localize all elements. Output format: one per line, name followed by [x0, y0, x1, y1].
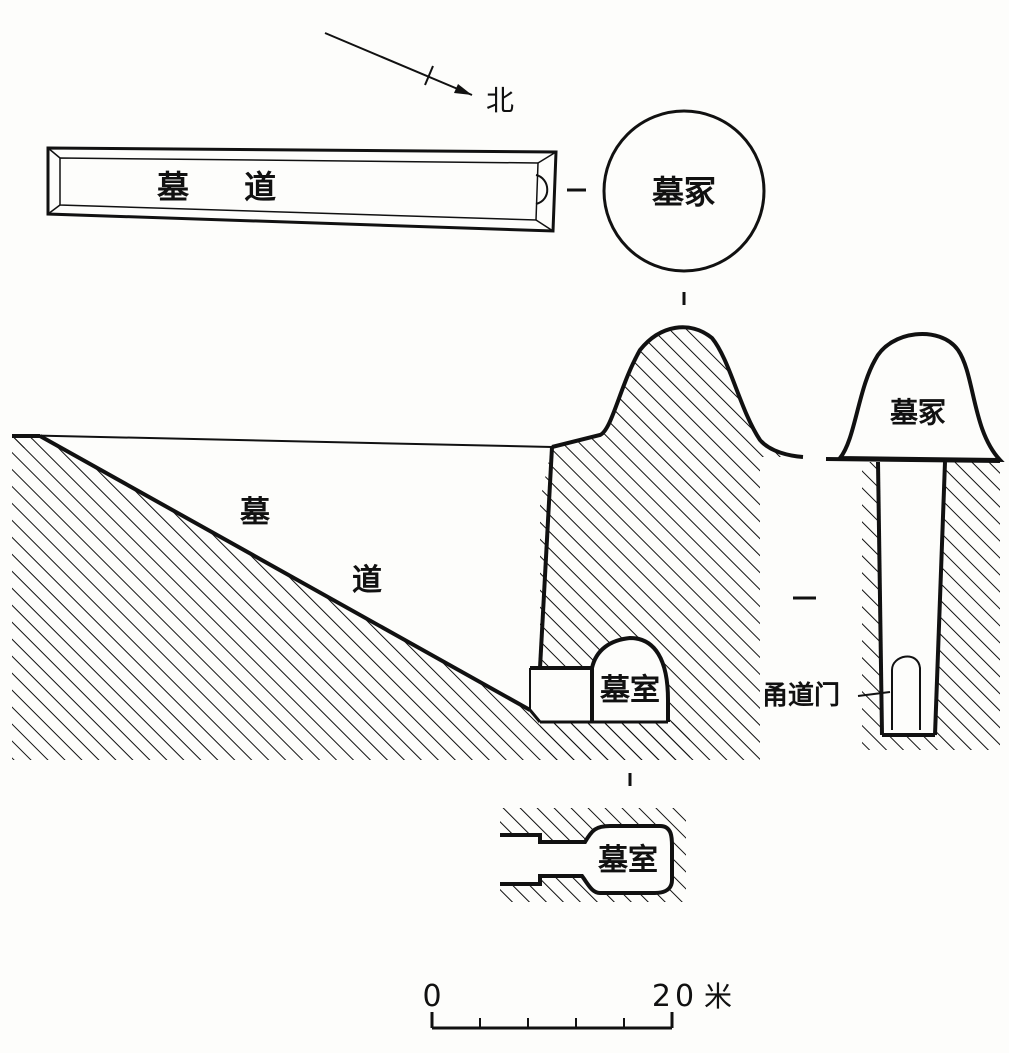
- lower-chamber-plan: 墓室: [500, 808, 686, 902]
- scale-unit: 米: [704, 980, 732, 1013]
- side-mound-label: 墓冢: [889, 396, 946, 429]
- transverse-section: 墓冢 甬道门: [762, 332, 1005, 750]
- scale-end: 20: [652, 979, 698, 1014]
- scale-zero: 0: [422, 979, 441, 1014]
- plan-passage: 墓 道: [46, 146, 558, 233]
- plan-mound-label: 墓冢: [651, 173, 716, 211]
- plan-mound: 墓冢: [602, 109, 766, 273]
- side-door-label: 甬道门: [762, 680, 840, 711]
- plan-passage-label: 墓 道: [156, 168, 298, 206]
- lower-chamber-label: 墓室: [597, 843, 658, 878]
- section-passage-label-2: 道: [352, 563, 382, 598]
- side-door-leader: [857, 691, 891, 697]
- section-chamber-label: 墓室: [599, 673, 660, 708]
- scale-bar: 0 20 米: [422, 979, 732, 1030]
- north-arrow: 北: [324, 32, 514, 117]
- north-label: 北: [486, 84, 514, 117]
- longitudinal-section: 墓 道 墓室: [11, 325, 804, 760]
- section-passage-label-1: 墓: [239, 495, 271, 530]
